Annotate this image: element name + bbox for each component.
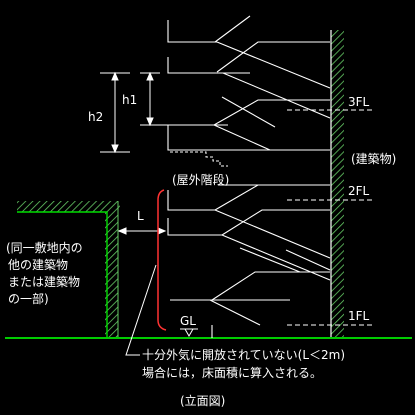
- h1-label: h1: [122, 93, 137, 107]
- l-label: L: [137, 209, 144, 223]
- h1-dimension: [140, 71, 160, 127]
- other-building-label-line3: または建築物: [8, 274, 80, 289]
- floor-label-2fl: 2FL: [348, 184, 370, 198]
- outdoor-stair-label: (屋外階段): [172, 172, 229, 187]
- gl-label: GL: [180, 314, 196, 328]
- lower-stair: [167, 184, 331, 338]
- gl-marker: [180, 328, 198, 338]
- other-building-label-line4: の一部): [8, 291, 49, 306]
- floor-lines: [287, 109, 372, 326]
- note-line2: 場合には，床面積に算入される。: [142, 365, 322, 380]
- other-building-wall: [17, 201, 120, 338]
- h2-label: h2: [88, 110, 103, 124]
- h2-dimension: [100, 71, 130, 154]
- other-building-label-line2: 他の建築物: [8, 257, 68, 272]
- building-wall: [330, 30, 344, 338]
- l-dimension: [117, 227, 167, 235]
- stair-steps: [170, 151, 228, 167]
- note-line1: 十分外気に開放されていない(L＜2m): [142, 347, 345, 362]
- floor-label-3fl: 3FL: [348, 95, 370, 109]
- red-bracket: [157, 189, 167, 331]
- caption: (立面図): [180, 393, 225, 408]
- note-leader: [125, 264, 157, 356]
- other-building-label-line1: (同一敷地内の: [6, 240, 83, 255]
- building-label: (建築物): [351, 151, 396, 166]
- floor-label-1fl: 1FL: [348, 309, 370, 323]
- upper-stair: [160, 15, 331, 151]
